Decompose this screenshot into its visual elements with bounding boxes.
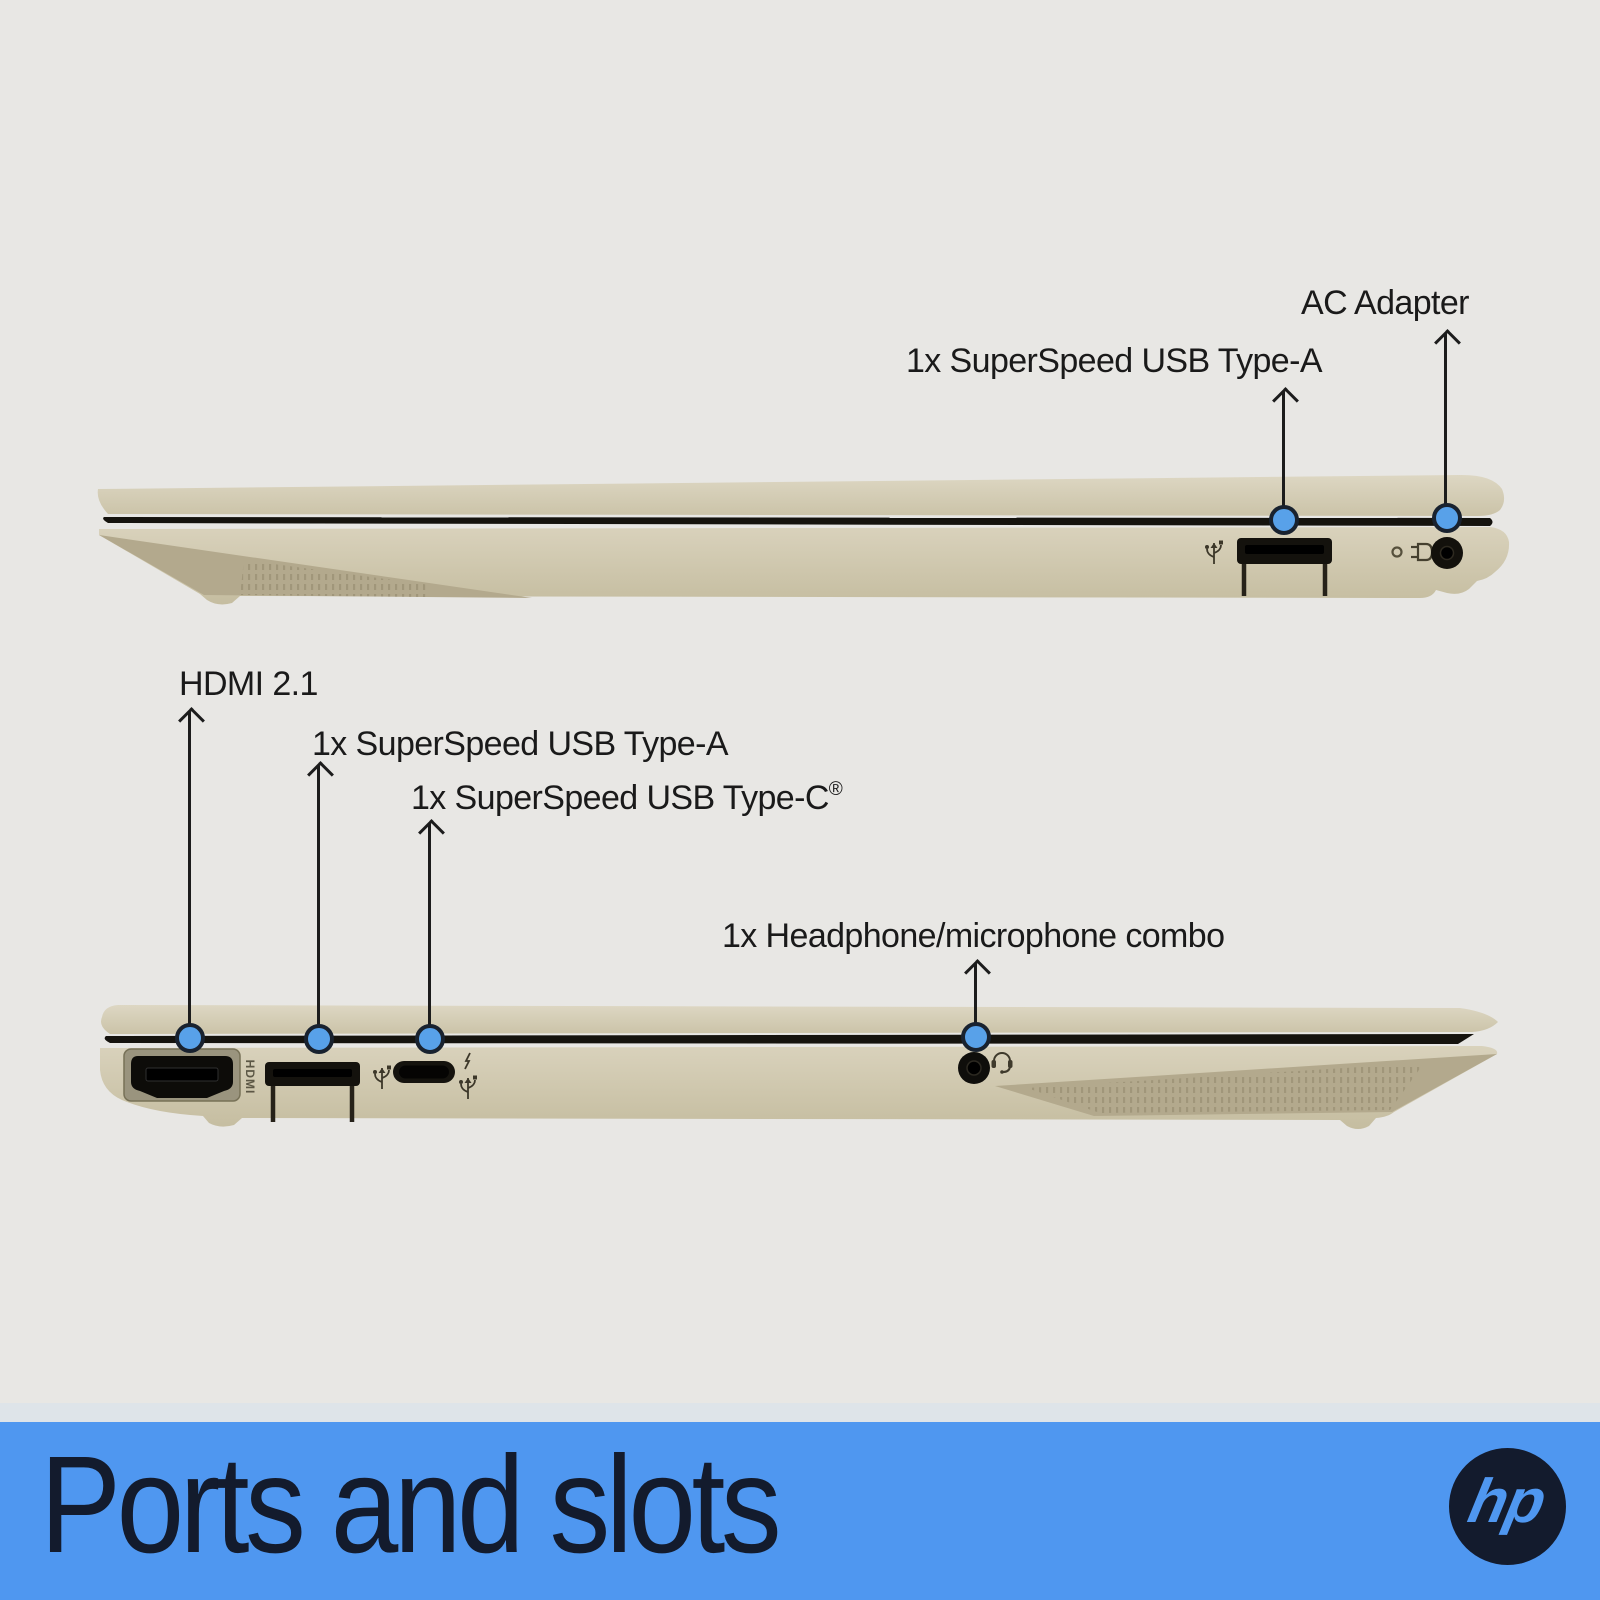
base-underside-face (99, 535, 532, 598)
callout-dot-ac-adapter (1432, 503, 1462, 533)
registered-mark: ® (828, 779, 843, 800)
laptop-lid (97, 474, 1505, 516)
hinge-gap (104, 1034, 1475, 1044)
arrowhead (417, 819, 445, 846)
up-arrow-ac-adapter (1433, 329, 1461, 504)
arrowhead (963, 959, 991, 986)
callout-dot-usb-c (415, 1024, 445, 1054)
usb-a-port (1237, 538, 1332, 596)
callout-dot-usb-a-right (1269, 505, 1299, 535)
headset-icon (991, 1052, 1013, 1074)
laptop-left-side-view: HDMI (100, 1005, 1498, 1129)
arrowhead (177, 707, 205, 734)
up-arrow-usb-a-left (306, 761, 334, 1025)
power-led-icon (1391, 546, 1403, 558)
arrowhead (306, 761, 334, 788)
callout-label-ac-adapter: AC Adapter (1301, 284, 1469, 322)
callout-label-hdmi: HDMI 2.1 (179, 665, 318, 703)
callout-dot-usb-a-left (304, 1024, 334, 1054)
usb-c-bolt-icon (464, 1052, 471, 1070)
up-arrow-usb-c (417, 819, 445, 1025)
callout-dot-headphone (961, 1022, 991, 1052)
usb-a-port (265, 1062, 360, 1122)
callout-label-usb-c: 1x SuperSpeed USB Type-C® (411, 779, 843, 817)
speaker-grille (1027, 1063, 1424, 1113)
laptop-right-side-view (97, 474, 1510, 605)
arrowhead (1433, 329, 1461, 356)
headphone-jack (958, 1052, 990, 1084)
callout-label-headphone: 1x Headphone/microphone combo (722, 917, 1225, 955)
arrowhead (1271, 387, 1299, 414)
usb-c-port (393, 1061, 455, 1083)
dc-power-jack (1431, 537, 1463, 569)
hp-logo-text: hp (1462, 1467, 1551, 1536)
callout-label-usb-a-right: 1x SuperSpeed USB Type-A (906, 342, 1323, 380)
callout-label-usb-a-left: 1x SuperSpeed USB Type-A (312, 725, 729, 763)
callout-label-usb-c-text: 1x SuperSpeed USB Type-C (411, 779, 829, 817)
hdmi-engraving: HDMI (243, 1060, 257, 1095)
hp-logo: hp (1449, 1448, 1566, 1565)
up-arrow-usb-a-right (1271, 387, 1299, 506)
hdmi-port (123, 1048, 241, 1102)
hinge-gap (103, 517, 1493, 526)
laptop-lid (101, 1005, 1498, 1034)
divider-strip (0, 1403, 1600, 1422)
up-arrow-headphone (963, 959, 991, 1023)
up-arrow-hdmi (177, 707, 205, 1024)
laptop-base (99, 527, 1510, 605)
callout-dot-hdmi (175, 1023, 205, 1053)
speaker-grille (240, 560, 430, 597)
footer-banner (0, 1422, 1600, 1600)
page-title: Ports and slots (40, 1428, 782, 1582)
